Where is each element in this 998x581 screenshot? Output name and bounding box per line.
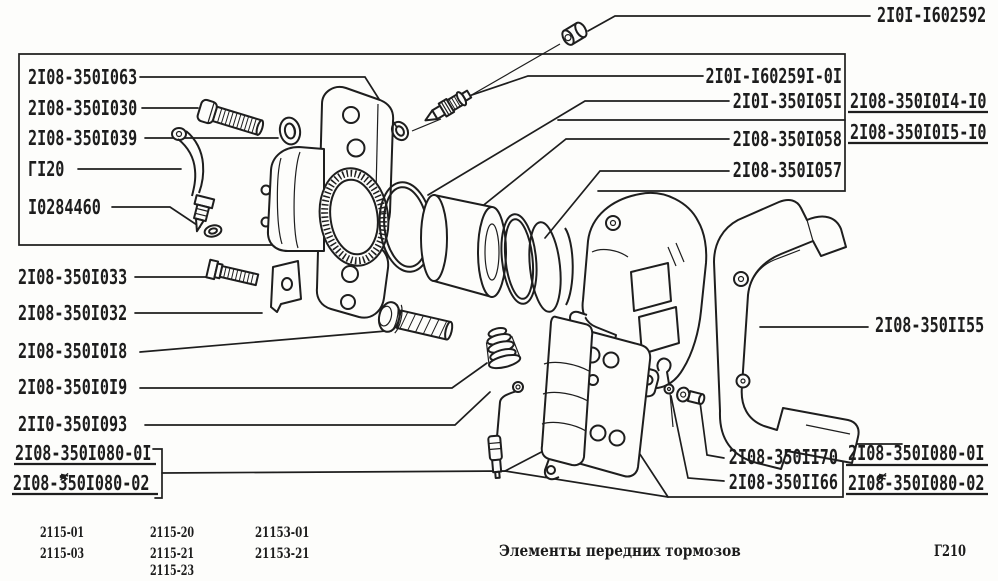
pad-retainer-pin bbox=[656, 357, 675, 428]
label-right-kit-2: 2I08-350I080-02 bbox=[848, 471, 985, 495]
label-3501063: 2I08-350I063 bbox=[28, 65, 137, 89]
leader-3501057 bbox=[544, 170, 730, 239]
right-kit-footnote-mark: ≠ bbox=[876, 468, 888, 485]
left-kit-bracket bbox=[152, 448, 163, 499]
label-3501019: 2I08-350I0I9 bbox=[18, 375, 127, 399]
model-code: 2115-20 bbox=[150, 525, 194, 541]
underlines bbox=[12, 110, 988, 496]
pad-bolt bbox=[676, 386, 706, 406]
label-3501057: 2I08-350I057 bbox=[733, 158, 842, 182]
pad-wear-sensor bbox=[487, 381, 524, 480]
hose-union bbox=[193, 194, 216, 233]
label-3501032: 2I08-350I032 bbox=[18, 301, 127, 325]
label-3501033: 2I08-350I033 bbox=[18, 265, 127, 289]
label-hose-g120: ГI20 bbox=[28, 157, 64, 181]
model-code: 2115-23 bbox=[150, 563, 194, 579]
label-3501166: 2I08-350II66 bbox=[729, 470, 838, 494]
footer: 2115-01 2115-03 2115-20 2115-21 2115-23 … bbox=[40, 525, 966, 579]
guide-pin bbox=[377, 301, 454, 341]
label-3501093: 2II0-350I093 bbox=[18, 412, 127, 436]
sheet-code: Г210 bbox=[934, 541, 966, 560]
label-bleeder-cap: 2I0I-I602592 bbox=[877, 3, 986, 27]
figure-caption: Элементы передних тормозов bbox=[499, 541, 741, 560]
leader-10284460 bbox=[111, 206, 201, 228]
carrier-bracket bbox=[713, 199, 860, 470]
parts bbox=[171, 21, 860, 481]
piston bbox=[420, 194, 507, 298]
leader-3501018 bbox=[139, 330, 387, 353]
leader-3501093 bbox=[144, 391, 491, 426]
leader-bleeder-cap bbox=[587, 15, 871, 32]
label-3501030: 2I08-350I030 bbox=[28, 96, 137, 120]
label-3501018: 2I08-350I0I8 bbox=[18, 339, 127, 363]
bleeder-cap bbox=[561, 21, 588, 46]
label-3501155: 2I08-350II55 bbox=[875, 313, 984, 337]
label-10284460: I0284460 bbox=[28, 195, 101, 219]
model-code: 2115-03 bbox=[40, 546, 84, 562]
label-right-kit-1: 2I08-350I080-0I bbox=[848, 441, 985, 465]
label-left-kit-2: 2I08-350I080-02 bbox=[13, 471, 150, 495]
label-assembly-1014: 2I08-350I0I4-I0 bbox=[850, 89, 987, 113]
label-3501058: 2I08-350I058 bbox=[733, 127, 842, 151]
leader-3501166 bbox=[670, 395, 725, 482]
carrier-bolt bbox=[205, 258, 260, 287]
leader-3501058 bbox=[479, 138, 730, 209]
left-kit-footnote-mark: ≠ bbox=[58, 468, 70, 485]
label-1602591: 2I0I-I60259I-0I bbox=[706, 64, 843, 88]
label-3501039: 2I08-350I039 bbox=[28, 126, 137, 150]
brake-pad-inner bbox=[540, 315, 594, 481]
label-left-kit-1: 2I08-350I080-0I bbox=[15, 441, 152, 465]
brake-hose bbox=[171, 127, 223, 238]
main-label-box bbox=[18, 53, 846, 246]
model-code: 21153-21 bbox=[255, 546, 309, 562]
leader-1602591 bbox=[459, 75, 704, 100]
model-code: 21153-01 bbox=[255, 525, 309, 541]
union-washer bbox=[203, 224, 223, 238]
leader-3501170 bbox=[699, 401, 725, 459]
lock-plate bbox=[270, 260, 302, 313]
label-3501170: 2I08-350II70 bbox=[729, 445, 838, 469]
banjo-bolt bbox=[196, 98, 265, 136]
bleeder-screw bbox=[424, 89, 473, 122]
label-assembly-1015: 2I08-350I0I5-I0 bbox=[850, 120, 987, 144]
leader-3501051 bbox=[427, 100, 730, 196]
piston-boot-ring bbox=[500, 213, 574, 313]
snap-ring bbox=[528, 221, 562, 313]
bleeder-washer bbox=[390, 120, 410, 142]
caliper-cylinder bbox=[260, 146, 325, 252]
guide-pin-boot bbox=[485, 326, 522, 370]
model-code: 2115-01 bbox=[40, 525, 84, 541]
label-3501051: 2I0I-350I05I bbox=[733, 89, 842, 113]
snap-ring-2 bbox=[564, 227, 574, 306]
sealing-washer bbox=[278, 116, 302, 146]
part-labels: 2I0I-I602592 2I08-350I063 2I08-350I030 2… bbox=[13, 3, 987, 495]
cylinder-boot-ring bbox=[318, 167, 390, 267]
model-code: 2115-21 bbox=[150, 546, 194, 562]
leader-3501019 bbox=[139, 362, 488, 389]
